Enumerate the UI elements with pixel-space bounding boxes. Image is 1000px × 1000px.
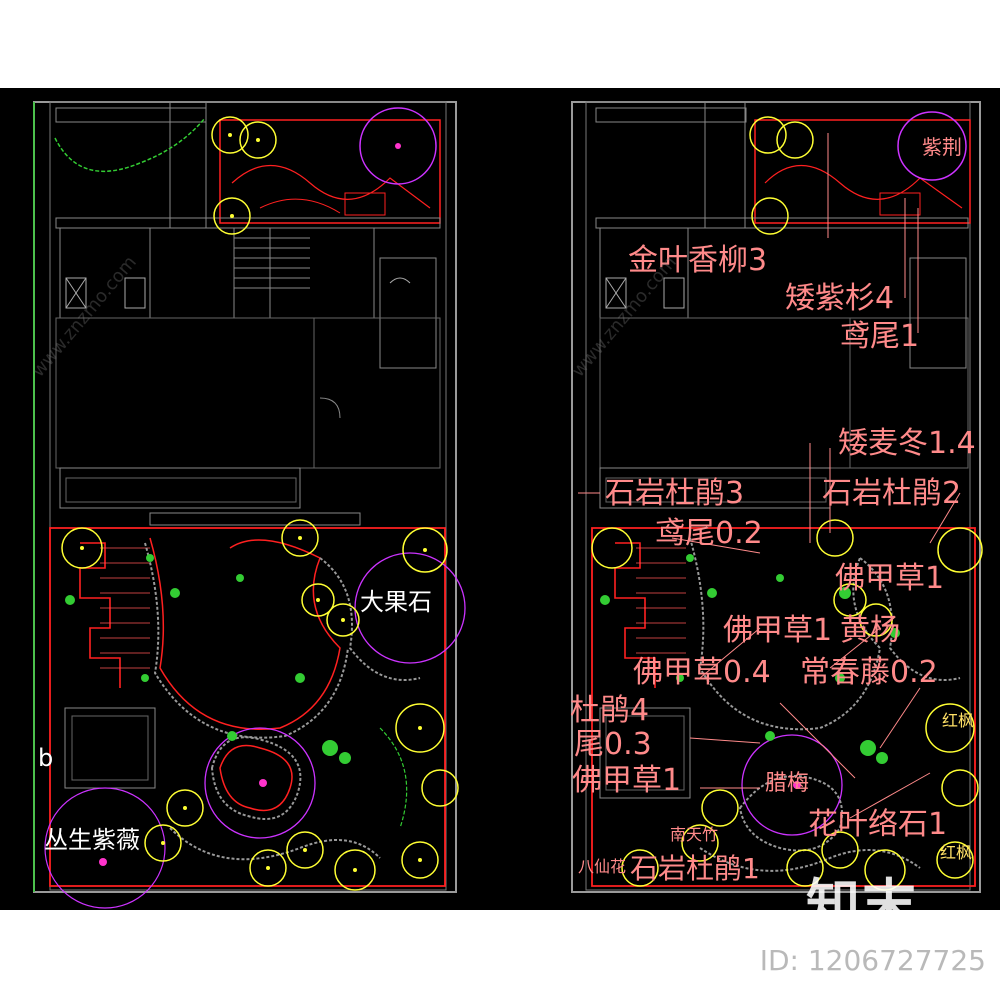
right-label-20: 南天竹: [670, 825, 718, 844]
left-label-2: b: [38, 744, 53, 772]
right-label-6: 石岩杜鹃2: [822, 476, 961, 511]
cad-drawing-area: 大果石 b 丛生紫薇: [0, 88, 1000, 910]
right-label-2: 矮紫杉4: [785, 281, 894, 316]
right-label-7: 鸢尾0.2: [655, 516, 763, 551]
right-label-8: 佛甲草1: [835, 561, 944, 596]
left-plan: 大果石 b 丛生紫薇: [33, 101, 466, 909]
right-label-21: 八仙花: [578, 857, 626, 876]
right-label-14: 尾0.3: [574, 727, 652, 762]
right-label-0: 紫荆: [922, 135, 962, 159]
right-label-17: 腊梅: [765, 771, 809, 796]
left-label-3: 丛生紫薇: [44, 826, 140, 854]
right-label-15: 佛甲草1: [572, 763, 681, 798]
right-label-3: 鸢尾1: [840, 319, 919, 354]
right-label-12: 常春藤0.2: [800, 655, 938, 690]
brand-logo: 知末: [806, 873, 918, 936]
left-label-1: 大果石: [360, 588, 432, 616]
site-watermark-2: www.znzmo.com: [568, 252, 681, 381]
right-label-4: 矮麦冬1.4: [838, 426, 976, 461]
right-label-19: 石岩杜鹃1: [630, 852, 760, 885]
right-label-22: 红枫: [940, 843, 972, 862]
right-label-18: 花叶络石1: [808, 807, 947, 842]
right-label-5: 石岩杜鹃3: [605, 476, 744, 511]
right-label-9: 佛甲草1: [723, 613, 832, 648]
right-label-11: 佛甲草0.4: [633, 655, 771, 690]
site-watermark-1: www.znzmo.com: [28, 252, 141, 381]
right-plan: 紫荆 金叶香柳3 矮紫杉4 鸢尾1 矮麦冬1.4 石岩杜鹃3 石岩杜鹃2 鸢尾0…: [570, 101, 983, 893]
right-label-13: 杜鹃4: [570, 693, 649, 728]
cad-plans-svg: 大果石 b 丛生紫薇: [28, 101, 983, 909]
right-label-1: 金叶香柳3: [628, 243, 767, 278]
right-label-10: 黄杨: [840, 613, 900, 648]
right-label-16: 红枫: [942, 711, 974, 730]
image-id-text: ID: 1206727725: [759, 944, 986, 977]
